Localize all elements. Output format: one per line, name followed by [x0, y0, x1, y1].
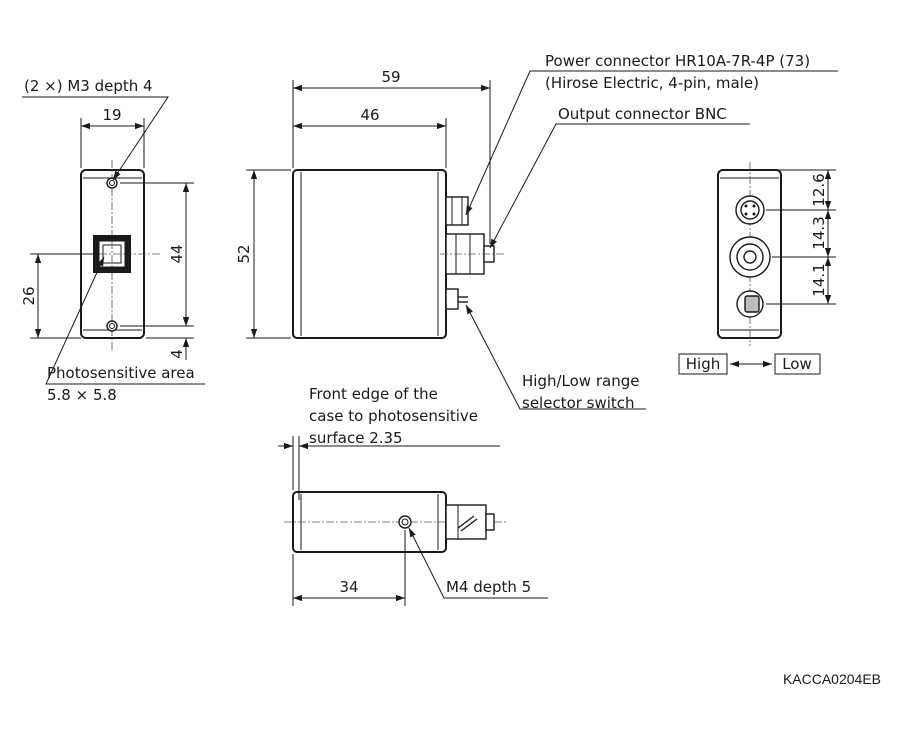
switch-high-box	[678, 353, 728, 375]
switch-low-label: Low	[782, 355, 812, 373]
front-view: 19 44 4 26 (2 ×) M3 depth 4 Photosensiti…	[20, 77, 205, 404]
label-front-edge-2: case to photosensitive	[309, 407, 478, 425]
side-view: 59 46 52 Power connector HR10A-7R-4P (73…	[235, 52, 838, 412]
drawing-code: KACCA0204EB	[783, 671, 881, 687]
dim-rear-pitch-1: 12.6	[810, 173, 828, 206]
dim-front-hole-offset: 4	[168, 349, 186, 359]
bottom-view: Front edge of the case to photosensitive…	[278, 385, 548, 606]
bottom-hole-icon	[398, 515, 412, 529]
rear-power-connector-icon	[735, 195, 765, 225]
label-range-switch-1: High/Low range	[522, 372, 639, 390]
label-range-switch-2: selector switch	[522, 394, 635, 412]
label-power-connector-2: (Hirose Electric, 4-pin, male)	[545, 74, 759, 92]
label-mount-holes: (2 ×) M3 depth 4	[24, 77, 153, 95]
label-front-edge-3: surface 2.35	[309, 429, 403, 447]
dim-front-width: 19	[102, 106, 121, 124]
label-power-connector-1: Power connector HR10A-7R-4P (73)	[545, 52, 810, 70]
power-connector-icon	[445, 196, 469, 226]
label-photosensitive-area: Photosensitive area	[47, 364, 195, 382]
dim-side-height: 52	[235, 244, 253, 263]
label-bottom-hole: M4 depth 5	[446, 578, 531, 596]
switch-low-box	[774, 353, 821, 375]
switch-high-label: High	[686, 355, 720, 373]
dim-front-hole-pitch: 44	[168, 244, 186, 263]
rear-view: 12.6 14.3 14.1 High Low	[678, 162, 836, 375]
dim-front-sensor-height: 26	[20, 286, 38, 305]
mount-hole-bottom-icon	[106, 320, 118, 332]
side-case	[292, 169, 447, 339]
label-photosensitive-size: 5.8 × 5.8	[47, 386, 117, 404]
mount-hole-top-icon	[106, 177, 118, 189]
dim-rear-pitch-2: 14.3	[810, 216, 828, 249]
rear-bnc-connector-icon	[729, 236, 771, 278]
dim-side-total-length: 59	[381, 68, 400, 86]
label-front-edge-1: Front edge of the	[309, 385, 438, 403]
dim-rear-pitch-3: 14.1	[810, 263, 828, 296]
dim-side-body-length: 46	[360, 106, 379, 124]
dim-bottom-hole-offset: 34	[339, 578, 358, 596]
range-switch-icon	[445, 288, 459, 310]
label-output-connector: Output connector BNC	[558, 105, 727, 123]
